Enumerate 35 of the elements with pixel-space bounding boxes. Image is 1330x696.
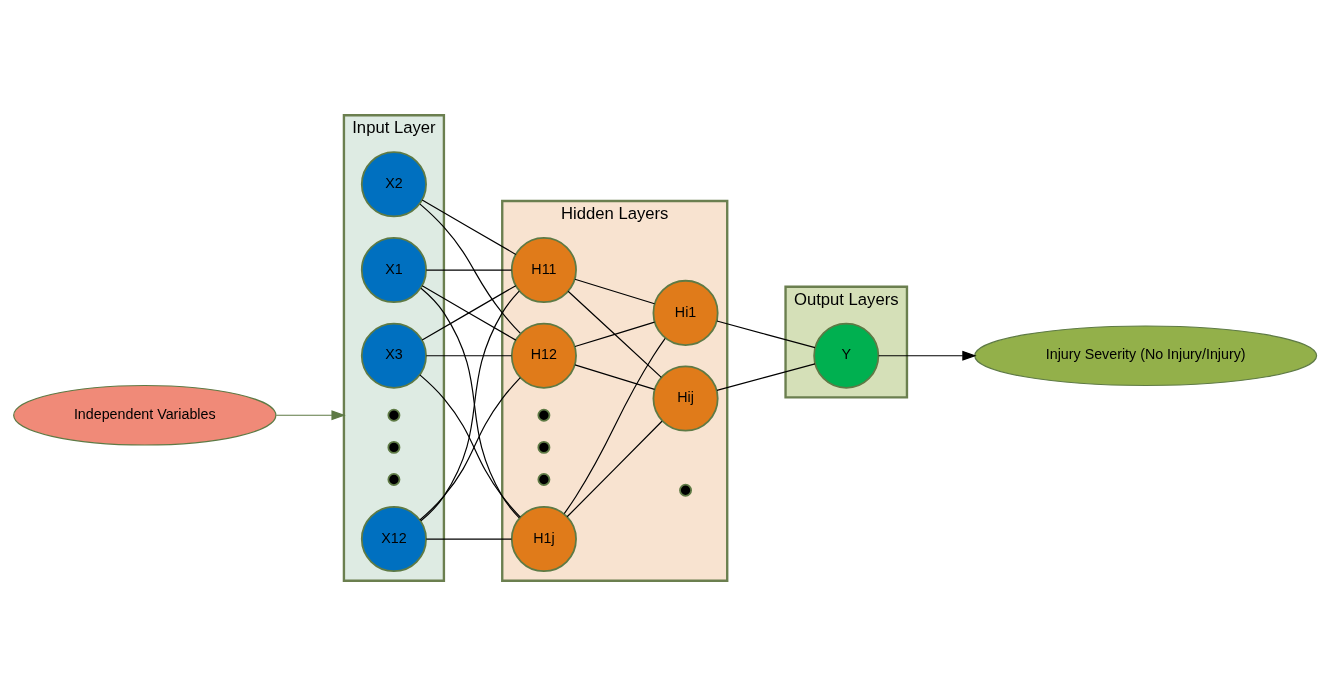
node-ellipse: Independent Variables <box>13 384 277 446</box>
node-circle: X12 <box>360 506 427 573</box>
connector <box>421 199 517 255</box>
node-circle: Hij <box>652 365 719 432</box>
node-circle: X1 <box>360 237 427 304</box>
node-circle <box>387 408 401 422</box>
node-circle <box>537 408 551 422</box>
node-ellipse: Injury Severity (No Injury/Injury) <box>974 325 1318 387</box>
node-circle: X3 <box>360 322 427 389</box>
node-circle <box>387 473 401 486</box>
connector <box>566 420 663 518</box>
connector <box>574 364 656 390</box>
connector <box>425 355 513 357</box>
arrow <box>275 410 346 421</box>
connector <box>563 337 666 515</box>
node-circle: Y <box>813 322 880 389</box>
connector <box>425 269 513 271</box>
node-circle <box>679 483 693 497</box>
node-circle: H1j <box>510 506 577 573</box>
connector <box>421 285 517 341</box>
node-circle <box>387 440 401 454</box>
connector <box>425 538 513 540</box>
connector <box>716 320 816 349</box>
connector <box>574 278 656 305</box>
node-circle <box>537 440 551 454</box>
connector <box>567 290 662 378</box>
node-circle: H11 <box>510 237 577 304</box>
node-circle: H12 <box>510 322 577 389</box>
node-circle: Hi1 <box>652 279 719 346</box>
node-circle <box>537 473 551 486</box>
arrow <box>878 350 977 361</box>
connector <box>716 363 816 391</box>
node-circle: X2 <box>360 151 427 218</box>
connector <box>574 321 656 348</box>
connector <box>419 203 521 334</box>
